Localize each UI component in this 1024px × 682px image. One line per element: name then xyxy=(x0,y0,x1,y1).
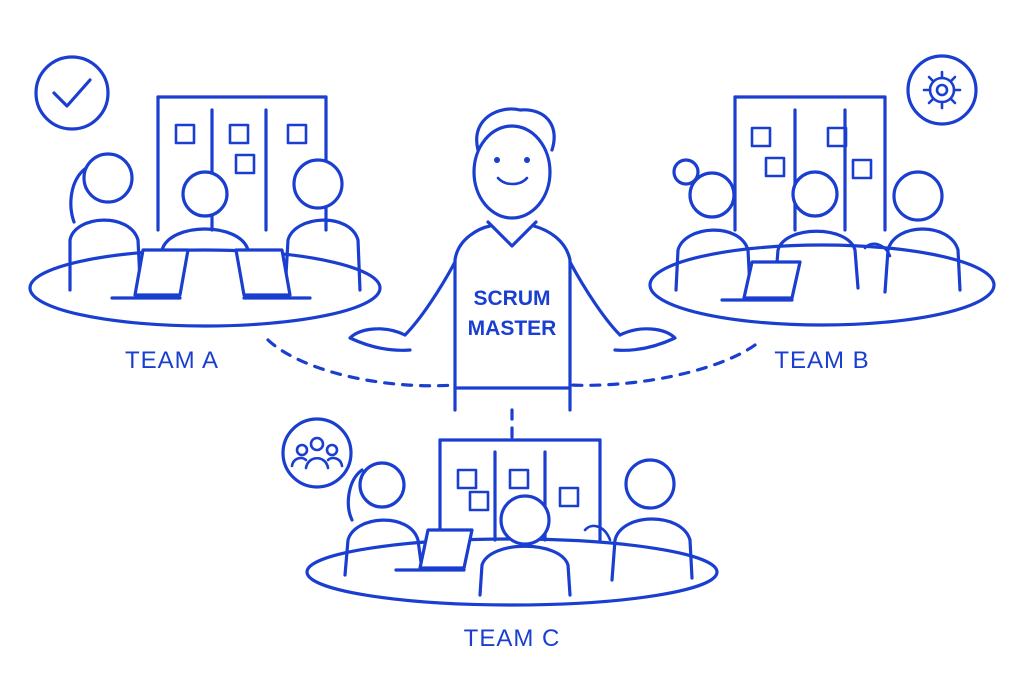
team-a-person-3 xyxy=(283,158,362,294)
connector-team-b xyxy=(568,343,757,387)
scrum-master-hand-right xyxy=(613,327,677,352)
team-b-group: TEAM B xyxy=(648,54,996,374)
laptop-a-2 xyxy=(234,248,312,300)
laptop-b xyxy=(720,260,802,302)
scrum-master-eye-left xyxy=(494,157,500,163)
gear-icon xyxy=(906,54,978,126)
scrum-master-smile xyxy=(496,176,529,186)
scrum-master-collar xyxy=(486,220,538,248)
team-c-person-3 xyxy=(583,458,694,582)
laptop-c xyxy=(394,528,474,572)
team-b-person-3 xyxy=(863,170,962,294)
team-b-person-1 xyxy=(672,158,752,292)
scrum-master-hand-left xyxy=(348,327,412,352)
scrum-master-body xyxy=(453,224,572,412)
scrum-master-hair xyxy=(475,107,556,152)
check-icon xyxy=(34,55,110,131)
team-c-table xyxy=(305,537,719,607)
scrum-master-eye-right xyxy=(524,157,530,163)
shirt-text-line-1: SCRUM xyxy=(474,287,551,310)
team-b-person-2 xyxy=(773,170,860,290)
team-a-group: TEAM A xyxy=(28,55,382,374)
team-c-label: TEAM C xyxy=(464,625,561,652)
connector-team-a xyxy=(266,338,457,388)
scrum-master-arm-left xyxy=(403,260,457,337)
team-b-label: TEAM B xyxy=(774,347,869,374)
scrum-master-head xyxy=(472,124,552,220)
team-c-person-1 xyxy=(343,461,424,577)
connectors xyxy=(266,338,757,440)
kanban-board-c xyxy=(438,438,602,542)
scrum-master-figure: SCRUM MASTER xyxy=(348,107,677,412)
people-icon xyxy=(281,417,353,489)
scrum-master-arm-right xyxy=(568,260,622,337)
kanban-board-a xyxy=(156,95,328,232)
team-c-person-2 xyxy=(478,494,572,597)
shirt-text-line-2: MASTER xyxy=(468,317,557,340)
laptop-a-1 xyxy=(110,248,190,300)
kanban-board-b xyxy=(733,95,887,232)
team-a-label: TEAM A xyxy=(125,347,219,374)
team-c-group: TEAM C xyxy=(281,417,719,652)
team-a-person-1 xyxy=(68,152,142,292)
team-b-table xyxy=(648,243,996,327)
team-a-person-2 xyxy=(158,170,252,290)
team-a-table xyxy=(28,248,382,328)
